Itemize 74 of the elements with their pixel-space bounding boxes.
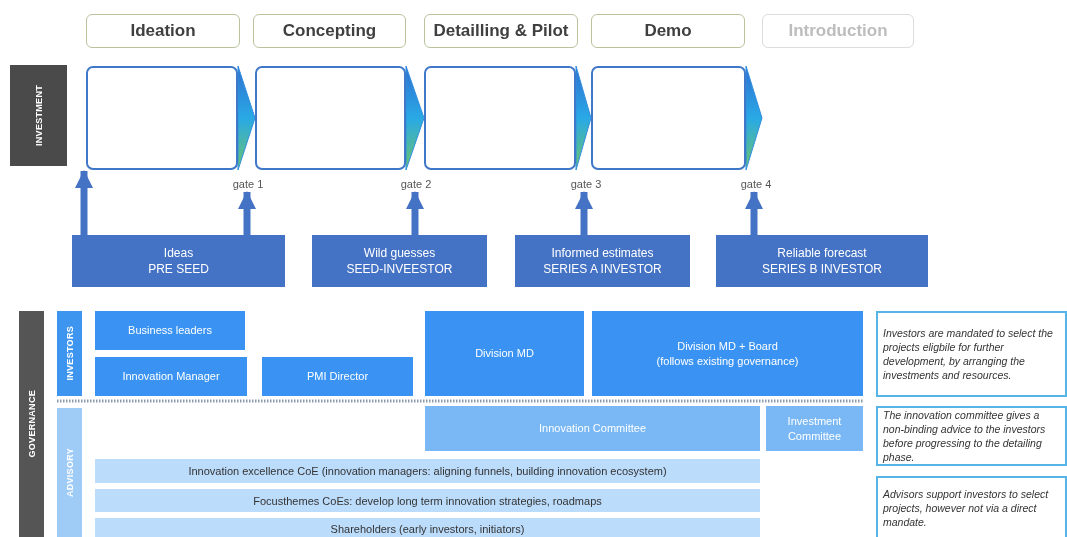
committee-box [425, 406, 760, 451]
chevron-arrow [405, 65, 425, 171]
chevron-arrow [237, 65, 256, 171]
arrow [575, 191, 593, 235]
stage-box [591, 66, 746, 170]
investor-label: Informed estimates [551, 245, 654, 261]
committee-box [766, 406, 863, 451]
gate-label: gate 4 [740, 177, 772, 190]
investor-label: Reliable forecast [777, 245, 867, 261]
advisory-bar [95, 489, 760, 512]
chevron-arrow [575, 65, 592, 171]
stage-box [86, 66, 238, 170]
arrow [75, 170, 93, 235]
investor-role-box [592, 311, 863, 396]
phase-box [591, 14, 745, 48]
gate-label: gate 2 [400, 177, 432, 190]
investor-label: SERIES B INVESTOR [762, 261, 882, 277]
advisory-label: Focusthemes CoEs: develop long term innovation strategies, roadmaps [253, 494, 602, 507]
phase-label: Concepting [282, 21, 377, 41]
advisory-bar [95, 459, 760, 483]
phase-box [424, 14, 578, 48]
gate-label: gate 1 [232, 177, 264, 190]
phase-box [762, 14, 914, 48]
note-text: The innovation committee gives a non-binding advice to the investors before progressing to the detailing phase. [883, 408, 1047, 464]
stage-box [424, 66, 576, 170]
section-band [10, 65, 67, 166]
advisory-label: Innovation excellence CoE (innovation managers: aligning funnels, building innovation ecosystem) [188, 465, 667, 477]
investor-box [716, 235, 928, 287]
advisory-bar [95, 518, 760, 537]
band-label: GOVERNANCE [26, 390, 37, 458]
band-label: INVESTMENT [33, 85, 44, 146]
investor-label: Ideas [163, 245, 194, 261]
phase-label: Detailling & Pilot [433, 21, 569, 41]
note-text: Advisors support investors to select projects, however not via a direct mandate. [883, 487, 1050, 529]
stage-box [255, 66, 406, 170]
phase-box [253, 14, 406, 48]
investor-label: Wild guesses [363, 245, 436, 261]
arrow [238, 191, 256, 235]
advisory-label: Shareholders (early investors, initiators) [330, 523, 525, 535]
note-box [876, 311, 1067, 397]
investor-box [515, 235, 690, 287]
note-text: Investors are mandated to select the projects eligbile for further development, by arranging the investments and resources. [883, 326, 1054, 382]
band-label: ADVISORY [64, 447, 75, 498]
investor-role-box [262, 357, 413, 396]
investor-label: SEED-INVEESTOR [346, 261, 453, 277]
arrow [745, 191, 763, 235]
gate-label: gate 3 [570, 177, 602, 190]
investor-box [72, 235, 285, 287]
role-label: Division MD [475, 346, 534, 361]
investor-role-box [95, 311, 245, 350]
chevron-arrow [745, 65, 763, 171]
investor-box [312, 235, 487, 287]
arrow [406, 191, 424, 235]
role-label: Innovation Manager [122, 369, 220, 384]
section-band [57, 311, 82, 396]
phase-label: Demo [644, 21, 692, 41]
investor-label: SERIES A INVESTOR [543, 261, 662, 277]
section-band [19, 311, 44, 537]
band-label: INVESTORS [64, 326, 75, 381]
note-box [876, 476, 1067, 537]
phase-box [86, 14, 240, 48]
committee-label: Investment Committee [786, 413, 843, 444]
investor-role-box [425, 311, 584, 396]
role-label: Division MD + Board [677, 338, 778, 354]
note-box [876, 406, 1067, 466]
investor-label: PRE SEED [148, 261, 209, 277]
phase-label: Ideation [130, 21, 196, 41]
committee-label: Innovation Committee [539, 421, 646, 436]
phase-label: Introduction [788, 21, 888, 41]
role-label: PMI Director [306, 369, 369, 384]
role-label: Business leaders [128, 323, 212, 338]
investor-role-box [95, 357, 247, 396]
section-band [57, 408, 82, 537]
role-label: (follows existing governance) [656, 353, 799, 369]
